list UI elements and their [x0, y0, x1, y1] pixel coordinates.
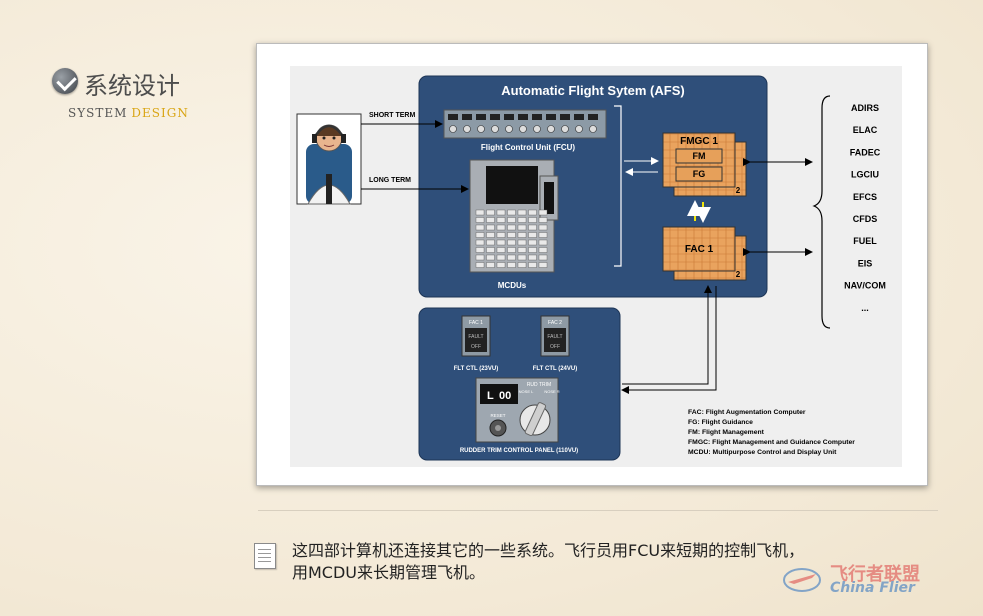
- fac1-button[interactable]: FAC 1 FAULT OFF: [461, 315, 491, 357]
- fac-box: [662, 226, 747, 281]
- fmgc-box: [662, 132, 747, 197]
- watermark: 飞行者联盟 China Flier: [782, 560, 977, 600]
- pilot-illustration: [296, 113, 362, 205]
- check-logo-icon: [52, 68, 78, 94]
- nose-r-label: NOSE R: [544, 389, 559, 394]
- afs-title: Automatic Flight Sytem (AFS): [501, 83, 684, 98]
- short-term-label: SHORT TERM: [369, 112, 415, 119]
- caption-line-1: 这四部计算机还连接其它的一些系统。飞行员用FCU来短期的控制飞机，: [292, 541, 805, 560]
- fac-to-panel-line: [621, 286, 717, 394]
- watermark-cn: 飞行者联盟: [830, 564, 920, 585]
- caption-text: 这四部计算机还连接其它的一些系统。飞行员用FCU来短期的控制飞机， 用MCDU来…: [292, 540, 804, 584]
- rud-trim-label: RUD TRIM: [527, 382, 551, 388]
- fcu-label: Flight Control Unit (FCU): [481, 143, 576, 152]
- flt-ctl-2-label: FLT CTL (24VU): [533, 366, 577, 372]
- fac2-off: OFF: [550, 344, 560, 350]
- document-icon: [254, 543, 276, 569]
- section-divider: [258, 510, 938, 511]
- system-item: EFCS: [853, 192, 877, 202]
- fac2-head: FAC 2: [548, 320, 562, 326]
- fac-number: 2: [736, 270, 741, 279]
- fac1-off: OFF: [471, 344, 481, 350]
- watermark-en: China Flier: [830, 580, 915, 596]
- system-item: CFDS: [853, 214, 878, 224]
- legend-item: MCDU: Multipurpose Control and Display U…: [688, 449, 837, 456]
- rudder-trim-panel: [475, 377, 559, 443]
- legend-item: FM: Flight Management: [688, 429, 765, 436]
- caption-line-2: 用MCDU来长期管理飞机。: [292, 563, 486, 582]
- mcdu-label: MCDUs: [498, 281, 527, 290]
- diagram-frame: Automatic Flight Sytem (AFS) Flight Cont…: [256, 43, 928, 486]
- fm-label: FM: [693, 151, 706, 161]
- system-item: ...: [861, 303, 869, 313]
- system-item: ADIRS: [851, 103, 879, 113]
- fac-title: FAC 1: [685, 244, 714, 255]
- fmgc-number: 2: [736, 186, 741, 195]
- fac2-fault: FAULT: [547, 334, 562, 340]
- reset-label: RESET: [490, 413, 505, 418]
- system-item: LGCIU: [851, 170, 879, 180]
- system-item: EIS: [858, 258, 873, 268]
- rudder-panel-label: RUDDER TRIM CONTROL PANEL (110VU): [460, 448, 578, 454]
- system-item: ELAC: [853, 125, 878, 135]
- legend-item: FAC: Flight Augmentation Computer: [688, 409, 806, 416]
- systems-brace: [812, 95, 831, 329]
- fac1-fault: FAULT: [468, 334, 483, 340]
- legend-item: FMGC: Flight Management and Guidance Com…: [688, 439, 855, 446]
- long-term-label: LONG TERM: [369, 177, 411, 184]
- fac1-head: FAC 1: [469, 320, 483, 326]
- afs-diagram: Automatic Flight Sytem (AFS) Flight Cont…: [296, 75, 886, 461]
- plane-logo-icon: [783, 568, 821, 592]
- section-title-en-word1: SYSTEM: [68, 106, 128, 120]
- fac2-button[interactable]: FAC 2 FAULT OFF: [540, 315, 570, 357]
- mcdu-unit: [469, 159, 559, 273]
- system-item: FUEL: [853, 236, 877, 246]
- system-item: FADEC: [850, 147, 881, 157]
- system-item: NAV/COM: [844, 281, 886, 291]
- section-title-en-word2: DESIGN: [131, 106, 189, 120]
- legend-item: FG: Flight Guidance: [688, 419, 753, 426]
- section-title-cn: 系统设计: [84, 72, 180, 100]
- nose-l-label: NOSE L: [519, 389, 534, 394]
- panel-to-fac-line: [622, 285, 712, 385]
- rudder-display-l: L: [487, 390, 494, 402]
- afs-bracket: [614, 105, 622, 267]
- rudder-display-value: 00: [499, 390, 511, 402]
- flt-ctl-1-label: FLT CTL (23VU): [454, 366, 498, 372]
- fmgc-title: FMGC 1: [680, 136, 718, 147]
- diagram-canvas: Automatic Flight Sytem (AFS) Flight Cont…: [290, 66, 902, 467]
- fcu-panel: [443, 109, 607, 139]
- systems-list: ADIRS ELAC FADEC LGCIU EFCS CFDS FUEL EIS NAV/CO…: [844, 103, 886, 313]
- fg-label: FG: [693, 169, 706, 179]
